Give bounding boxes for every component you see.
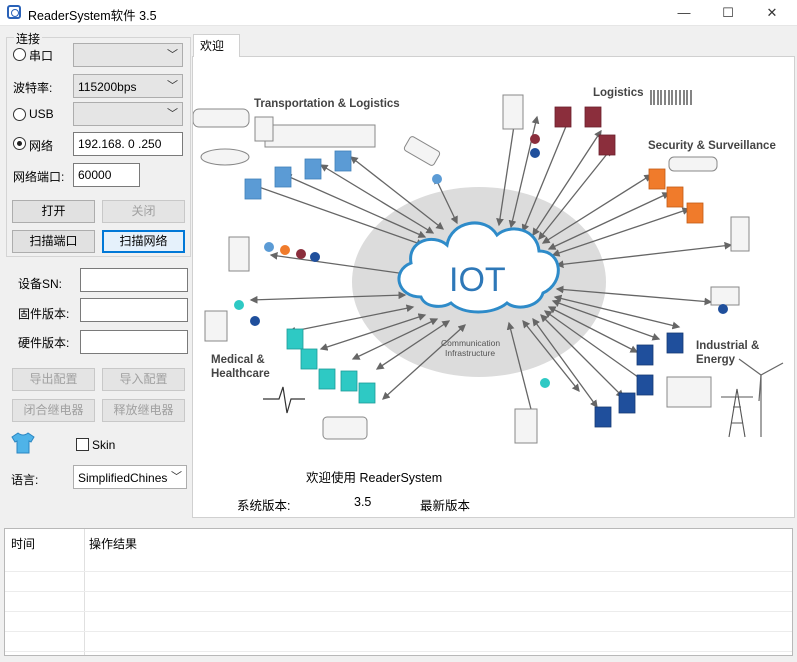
transport-label: Transportation & Logistics bbox=[254, 98, 400, 110]
hardware-label: 硬件版本: bbox=[18, 336, 70, 350]
close-connection-button[interactable]: 关闭 bbox=[102, 200, 185, 223]
baud-rate-select[interactable]: 115200bps ﹀ bbox=[73, 74, 183, 98]
hardware-version-field[interactable] bbox=[80, 330, 188, 354]
app-logo-icon bbox=[7, 5, 21, 19]
language-label: 语言: bbox=[11, 473, 39, 487]
chevron-down-icon: ﹀ bbox=[167, 80, 178, 92]
security-devices bbox=[648, 168, 704, 224]
firmware-label: 固件版本: bbox=[18, 307, 70, 321]
serial-port-select[interactable]: ﹀ bbox=[73, 43, 183, 67]
status-dots bbox=[234, 134, 728, 388]
close-relay-button[interactable]: 闭合继电器 bbox=[12, 399, 95, 422]
firmware-version-field[interactable] bbox=[80, 298, 188, 322]
heartbeat-icon bbox=[263, 386, 305, 414]
column-header-time: 时间 bbox=[11, 537, 36, 551]
scan-network-button[interactable]: 扫描网络 bbox=[102, 230, 185, 253]
usb-label: USB bbox=[29, 107, 54, 121]
tshirt-icon[interactable] bbox=[11, 432, 35, 454]
language-value: SimplifiedChinese bbox=[78, 471, 168, 485]
column-separator bbox=[84, 529, 85, 655]
chevron-down-icon: ﹀ bbox=[167, 108, 178, 120]
network-label: 网络 bbox=[29, 139, 54, 153]
import-config-button[interactable]: 导入配置 bbox=[102, 368, 185, 391]
medical-label-2: Healthcare bbox=[211, 368, 270, 380]
network-port-input[interactable]: 60000 bbox=[73, 163, 140, 187]
device-sn-field[interactable] bbox=[80, 268, 188, 292]
serial-label: 串口 bbox=[29, 49, 54, 63]
power-pylon-icon bbox=[721, 388, 753, 438]
network-radio[interactable] bbox=[13, 137, 26, 150]
chevron-down-icon: ﹀ bbox=[167, 49, 178, 61]
maximize-button[interactable]: ☐ bbox=[722, 5, 734, 20]
ip-address-input[interactable]: 192.168. 0 .250 bbox=[73, 132, 183, 156]
usb-radio[interactable] bbox=[13, 108, 26, 121]
logistics-devices bbox=[554, 106, 616, 156]
welcome-greeting: 欢迎使用 ReaderSystem bbox=[306, 471, 443, 485]
close-window-button[interactable]: ✕ bbox=[766, 5, 778, 20]
connection-group-title: 连接 bbox=[14, 30, 43, 47]
transport-devices bbox=[244, 150, 352, 200]
latest-version-label: 最新版本 bbox=[420, 499, 471, 513]
connection-group bbox=[6, 37, 191, 257]
baud-label: 波特率: bbox=[13, 81, 53, 95]
iot-diagram-graphic: Transportation & Logistics Logistics Sec… bbox=[193, 87, 784, 444]
title-bar: ReaderSystem软件 3.5 — ☐ ✕ bbox=[0, 0, 797, 26]
release-relay-button[interactable]: 释放继电器 bbox=[102, 399, 185, 422]
operation-log-table[interactable]: 时间 操作结果 bbox=[4, 528, 793, 656]
tab-welcome[interactable]: 欢迎 bbox=[193, 34, 240, 57]
iot-cloud bbox=[397, 221, 560, 314]
column-header-result: 操作结果 bbox=[89, 537, 138, 551]
serial-radio[interactable] bbox=[13, 48, 26, 61]
chevron-down-icon: ﹀ bbox=[169, 468, 182, 484]
table-row bbox=[5, 571, 792, 572]
export-config-button[interactable]: 导出配置 bbox=[12, 368, 95, 391]
table-row bbox=[5, 611, 792, 612]
iot-diagram: Transportation & Logistics Logistics Sec… bbox=[193, 57, 794, 455]
industrial-label-2: Energy bbox=[696, 354, 736, 366]
table-row bbox=[5, 651, 792, 652]
barcode-icon bbox=[650, 90, 692, 105]
port-label: 网络端口: bbox=[13, 170, 65, 184]
baud-rate-value: 115200bps bbox=[78, 80, 137, 94]
minimize-button[interactable]: — bbox=[677, 5, 691, 20]
industrial-devices bbox=[594, 332, 684, 428]
server-icons bbox=[204, 94, 750, 444]
version-label: 系统版本: bbox=[237, 499, 291, 513]
wind-turbine-icon bbox=[738, 358, 784, 437]
iot-center-label: IOT bbox=[449, 261, 506, 299]
device-sn-label: 设备SN: bbox=[18, 277, 63, 291]
vehicle-icons bbox=[193, 108, 740, 440]
comm-infra-label-1: Communication bbox=[441, 338, 500, 348]
language-select[interactable]: SimplifiedChinese ﹀ bbox=[73, 465, 187, 489]
skin-label: Skin bbox=[92, 438, 116, 452]
medical-label-1: Medical & bbox=[211, 354, 265, 366]
window-title: ReaderSystem软件 3.5 bbox=[28, 9, 157, 23]
connection-arrows bbox=[249, 115, 733, 419]
industrial-label-1: Industrial & bbox=[696, 340, 759, 352]
logistics-label: Logistics bbox=[593, 87, 643, 99]
table-row bbox=[5, 591, 792, 592]
scan-port-button[interactable]: 扫描端口 bbox=[12, 230, 95, 253]
medical-devices bbox=[286, 328, 376, 404]
comm-infra-label-2: Infrastructure bbox=[445, 348, 495, 358]
security-label: Security & Surveillance bbox=[648, 140, 776, 152]
usb-device-select[interactable]: ﹀ bbox=[73, 102, 183, 126]
open-button[interactable]: 打开 bbox=[12, 200, 95, 223]
table-row bbox=[5, 631, 792, 632]
version-value: 3.5 bbox=[354, 495, 372, 509]
skin-checkbox[interactable] bbox=[76, 438, 89, 451]
